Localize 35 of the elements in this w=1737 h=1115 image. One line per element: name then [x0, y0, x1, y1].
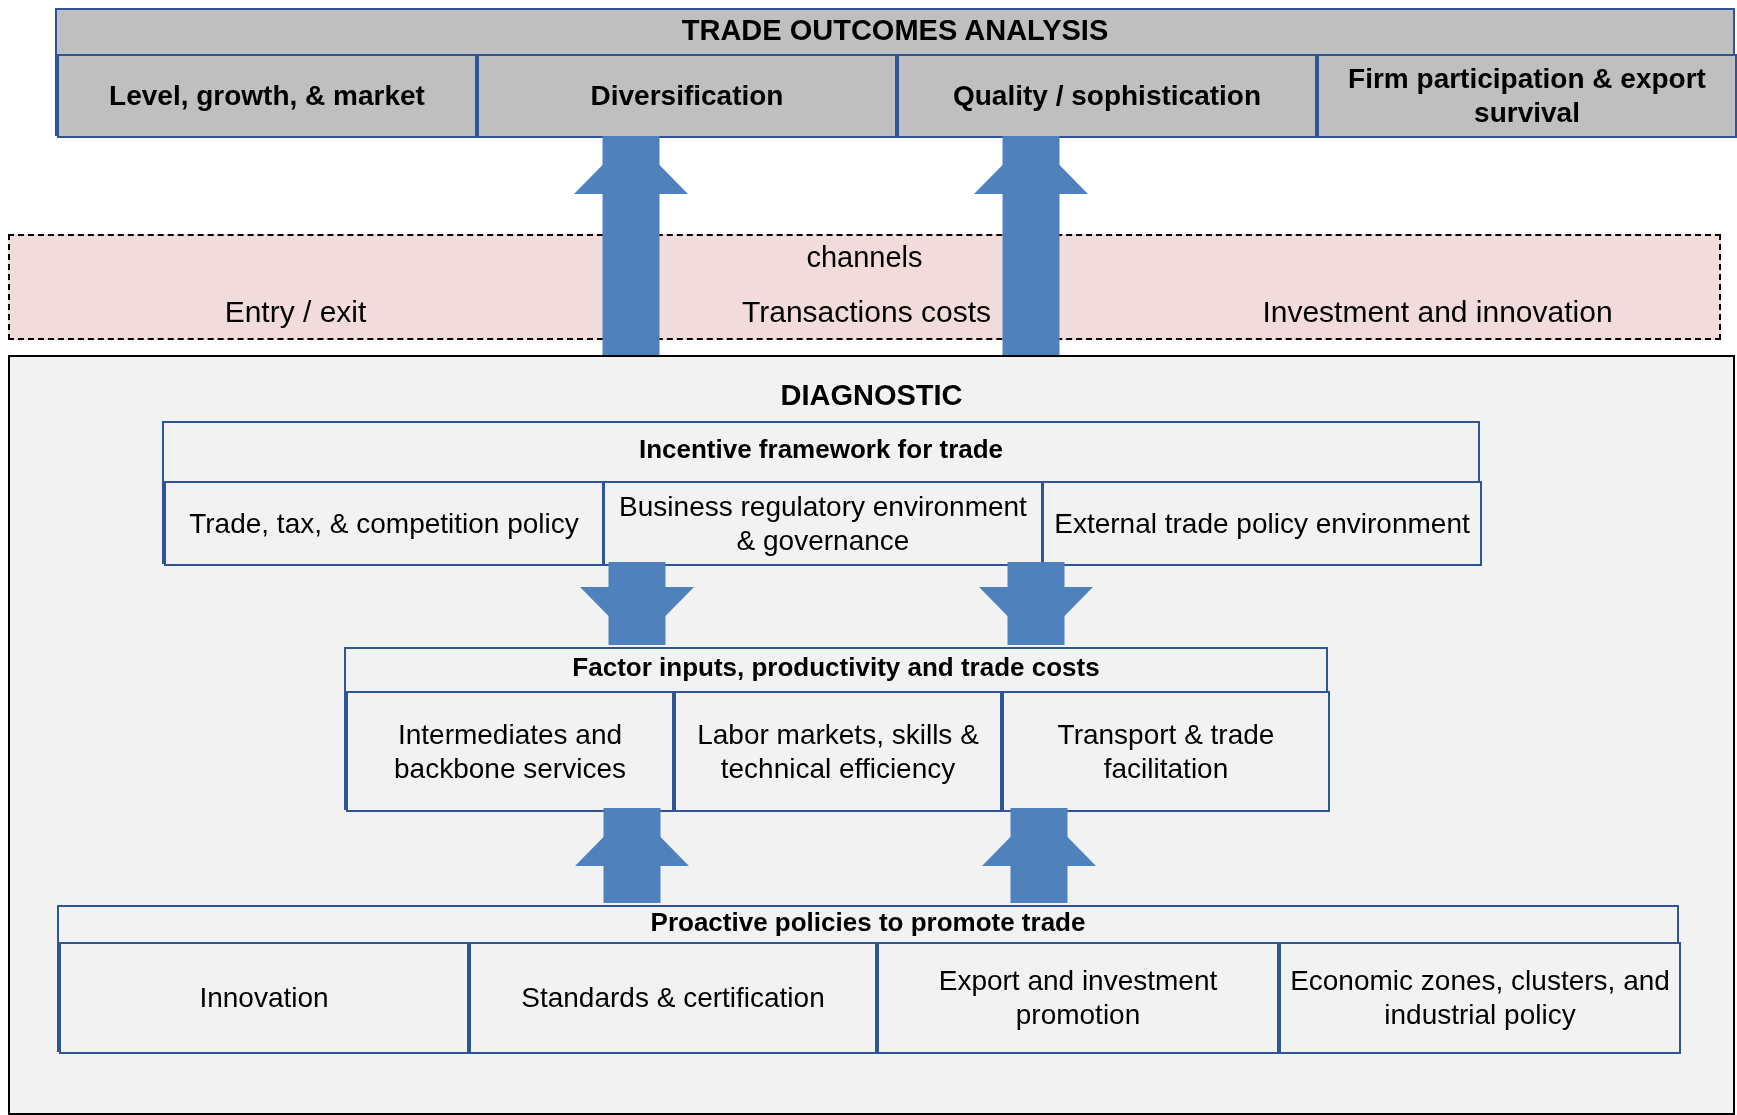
category-cell: Export and investment promotion [877, 942, 1279, 1054]
framework-panel [162, 421, 1480, 564]
category-cell: Intermediates and backbone services [346, 691, 674, 812]
panel-heading: Proactive policies to promote trade [650, 907, 1086, 939]
category-cell: Standards & certification [469, 942, 877, 1054]
diagnostic-panel [8, 355, 1735, 1115]
channel-label: Transactions costs [581, 282, 1152, 342]
outcomes-panel [55, 8, 1735, 136]
category-cell: Trade, tax, & competition policy [164, 481, 604, 566]
block-arrow [574, 136, 688, 355]
category-cell: Diversification [477, 54, 897, 138]
panel-heading: DIAGNOSTIC [780, 377, 963, 413]
block-arrow [575, 808, 689, 903]
block-arrow [982, 808, 1096, 903]
framework-panel [344, 647, 1328, 810]
block-arrow [979, 562, 1093, 645]
category-cell: External trade policy environment [1042, 481, 1482, 566]
category-cell: Firm participation & export survival [1317, 54, 1737, 138]
panel-heading: TRADE OUTCOMES ANALYSIS [681, 12, 1109, 48]
category-cell: Business regulatory environment & governance [603, 481, 1043, 566]
framework-panel [57, 905, 1679, 1052]
channel-label: Investment and innovation [1152, 282, 1723, 342]
panel-heading: Incentive framework for trade [638, 434, 1004, 466]
channel-label: Entry / exit [10, 282, 581, 342]
category-cell: Innovation [59, 942, 469, 1054]
category-cell: Transport & trade facilitation [1002, 691, 1330, 812]
block-arrow [580, 562, 694, 645]
panel-heading: Factor inputs, productivity and trade costs [572, 652, 1100, 684]
category-cell: Labor markets, skills & technical efficiency [674, 691, 1002, 812]
panel-heading: channels [806, 239, 923, 275]
block-arrow [974, 136, 1088, 355]
category-cell: Quality / sophistication [897, 54, 1317, 138]
category-cell: Level, growth, & market [57, 54, 477, 138]
category-cell: Economic zones, clusters, and industrial policy [1279, 942, 1681, 1054]
channels-band [8, 234, 1721, 340]
